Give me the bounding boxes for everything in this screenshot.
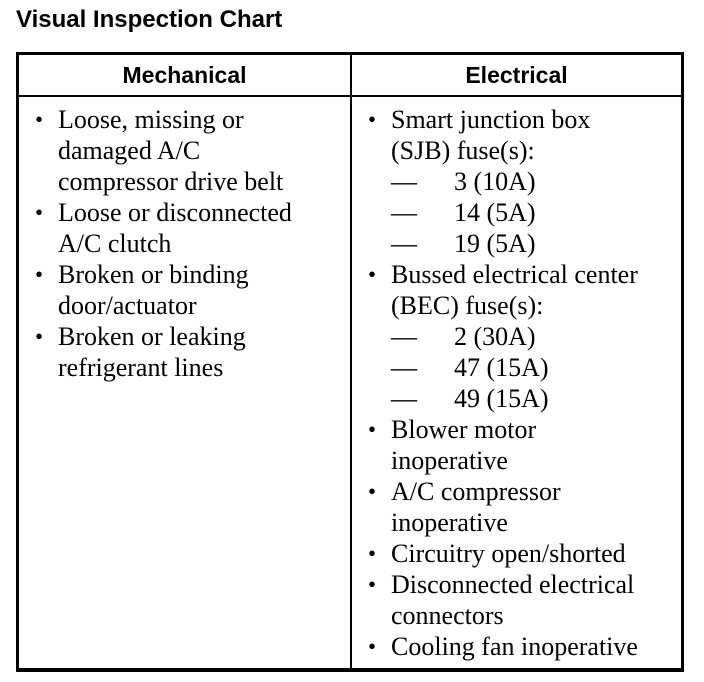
inspection-list-item: • Cooling fan inoperative [368, 631, 677, 662]
bullet-marker: • [35, 324, 44, 349]
item-text: 49 (15A) [454, 384, 549, 413]
fuse-sub-item: — 3 (10A) [368, 166, 677, 197]
inspection-list-item: • Broken or binding door/actuator [35, 259, 346, 321]
page-title: Visual Inspection Chart [16, 6, 283, 33]
bullet-marker: • [368, 634, 377, 659]
inspection-list-item: • Smart junction box (SJB) fuse(s): [368, 104, 677, 166]
bullet-marker: • [368, 572, 377, 597]
inspection-list-item: • Broken or leaking refrigerant lines [35, 321, 346, 383]
item-text: Bussed electrical center (BEC) fuse(s): [391, 260, 638, 320]
inspection-list-item: • Loose, missing or damaged A/C compresso… [35, 104, 346, 197]
item-text: Broken or binding door/actuator [58, 260, 249, 320]
bullet-marker: • [368, 541, 377, 566]
bullet-marker: • [35, 107, 44, 132]
mechanical-cell: • Loose, missing or damaged A/C compresso… [19, 97, 350, 668]
item-text: 19 (5A) [454, 229, 536, 258]
dash-marker: — [391, 229, 417, 258]
bullet-marker: • [35, 200, 44, 225]
visual-inspection-table: Mechanical Electrical • Loose, missing or… [16, 52, 684, 672]
dash-marker: — [391, 322, 417, 351]
table-body-row: • Loose, missing or damaged A/C compresso… [19, 97, 681, 668]
column-header-mechanical: Mechanical [122, 62, 247, 88]
column-header-electrical: Electrical [350, 55, 681, 95]
item-text: Smart junction box (SJB) fuse(s): [391, 105, 591, 165]
bullet-marker: • [368, 262, 377, 287]
item-text: 3 (10A) [454, 167, 536, 196]
fuse-sub-item: — 14 (5A) [368, 197, 677, 228]
item-text: Blower motor inoperative [391, 415, 537, 475]
bullet-marker: • [368, 479, 377, 504]
inspection-list-item: • Disconnected electrical connectors [368, 569, 677, 631]
bullet-marker: • [368, 417, 377, 442]
item-text: Loose, missing or damaged A/C compressor… [58, 105, 284, 196]
table-header-row: Mechanical Electrical [19, 55, 681, 97]
item-text: 47 (15A) [454, 353, 549, 382]
dash-marker: — [391, 167, 417, 196]
inspection-list-item: • Bussed electrical center (BEC) fuse(s): [368, 259, 677, 321]
item-text: Loose or disconnected A/C clutch [58, 198, 292, 258]
item-text: Disconnected electrical connectors [391, 570, 635, 630]
item-text: A/C compressor inoperative [391, 477, 561, 537]
item-text: Cooling fan inoperative [391, 632, 638, 661]
item-text: 2 (30A) [454, 322, 536, 351]
item-text: Broken or leaking refrigerant lines [58, 322, 246, 382]
inspection-list-item: • Blower motor inoperative [368, 414, 677, 476]
dash-marker: — [391, 353, 417, 382]
fuse-sub-item: — 47 (15A) [368, 352, 677, 383]
item-text: 14 (5A) [454, 198, 536, 227]
inspection-list-item: • Circuitry open/shorted [368, 538, 677, 569]
fuse-sub-item: — 2 (30A) [368, 321, 677, 352]
inspection-list-item: • Loose or disconnected A/C clutch [35, 197, 346, 259]
inspection-list-item: • A/C compressor inoperative [368, 476, 677, 538]
electrical-cell: •Smart junction box (SJB) fuse(s):—3 (10… [350, 97, 681, 668]
dash-marker: — [391, 198, 417, 227]
bullet-marker: • [35, 262, 44, 287]
fuse-sub-item: — 49 (15A) [368, 383, 677, 414]
dash-marker: — [391, 384, 417, 413]
fuse-sub-item: — 19 (5A) [368, 228, 677, 259]
bullet-marker: • [368, 107, 377, 132]
item-text: Circuitry open/shorted [391, 539, 626, 568]
